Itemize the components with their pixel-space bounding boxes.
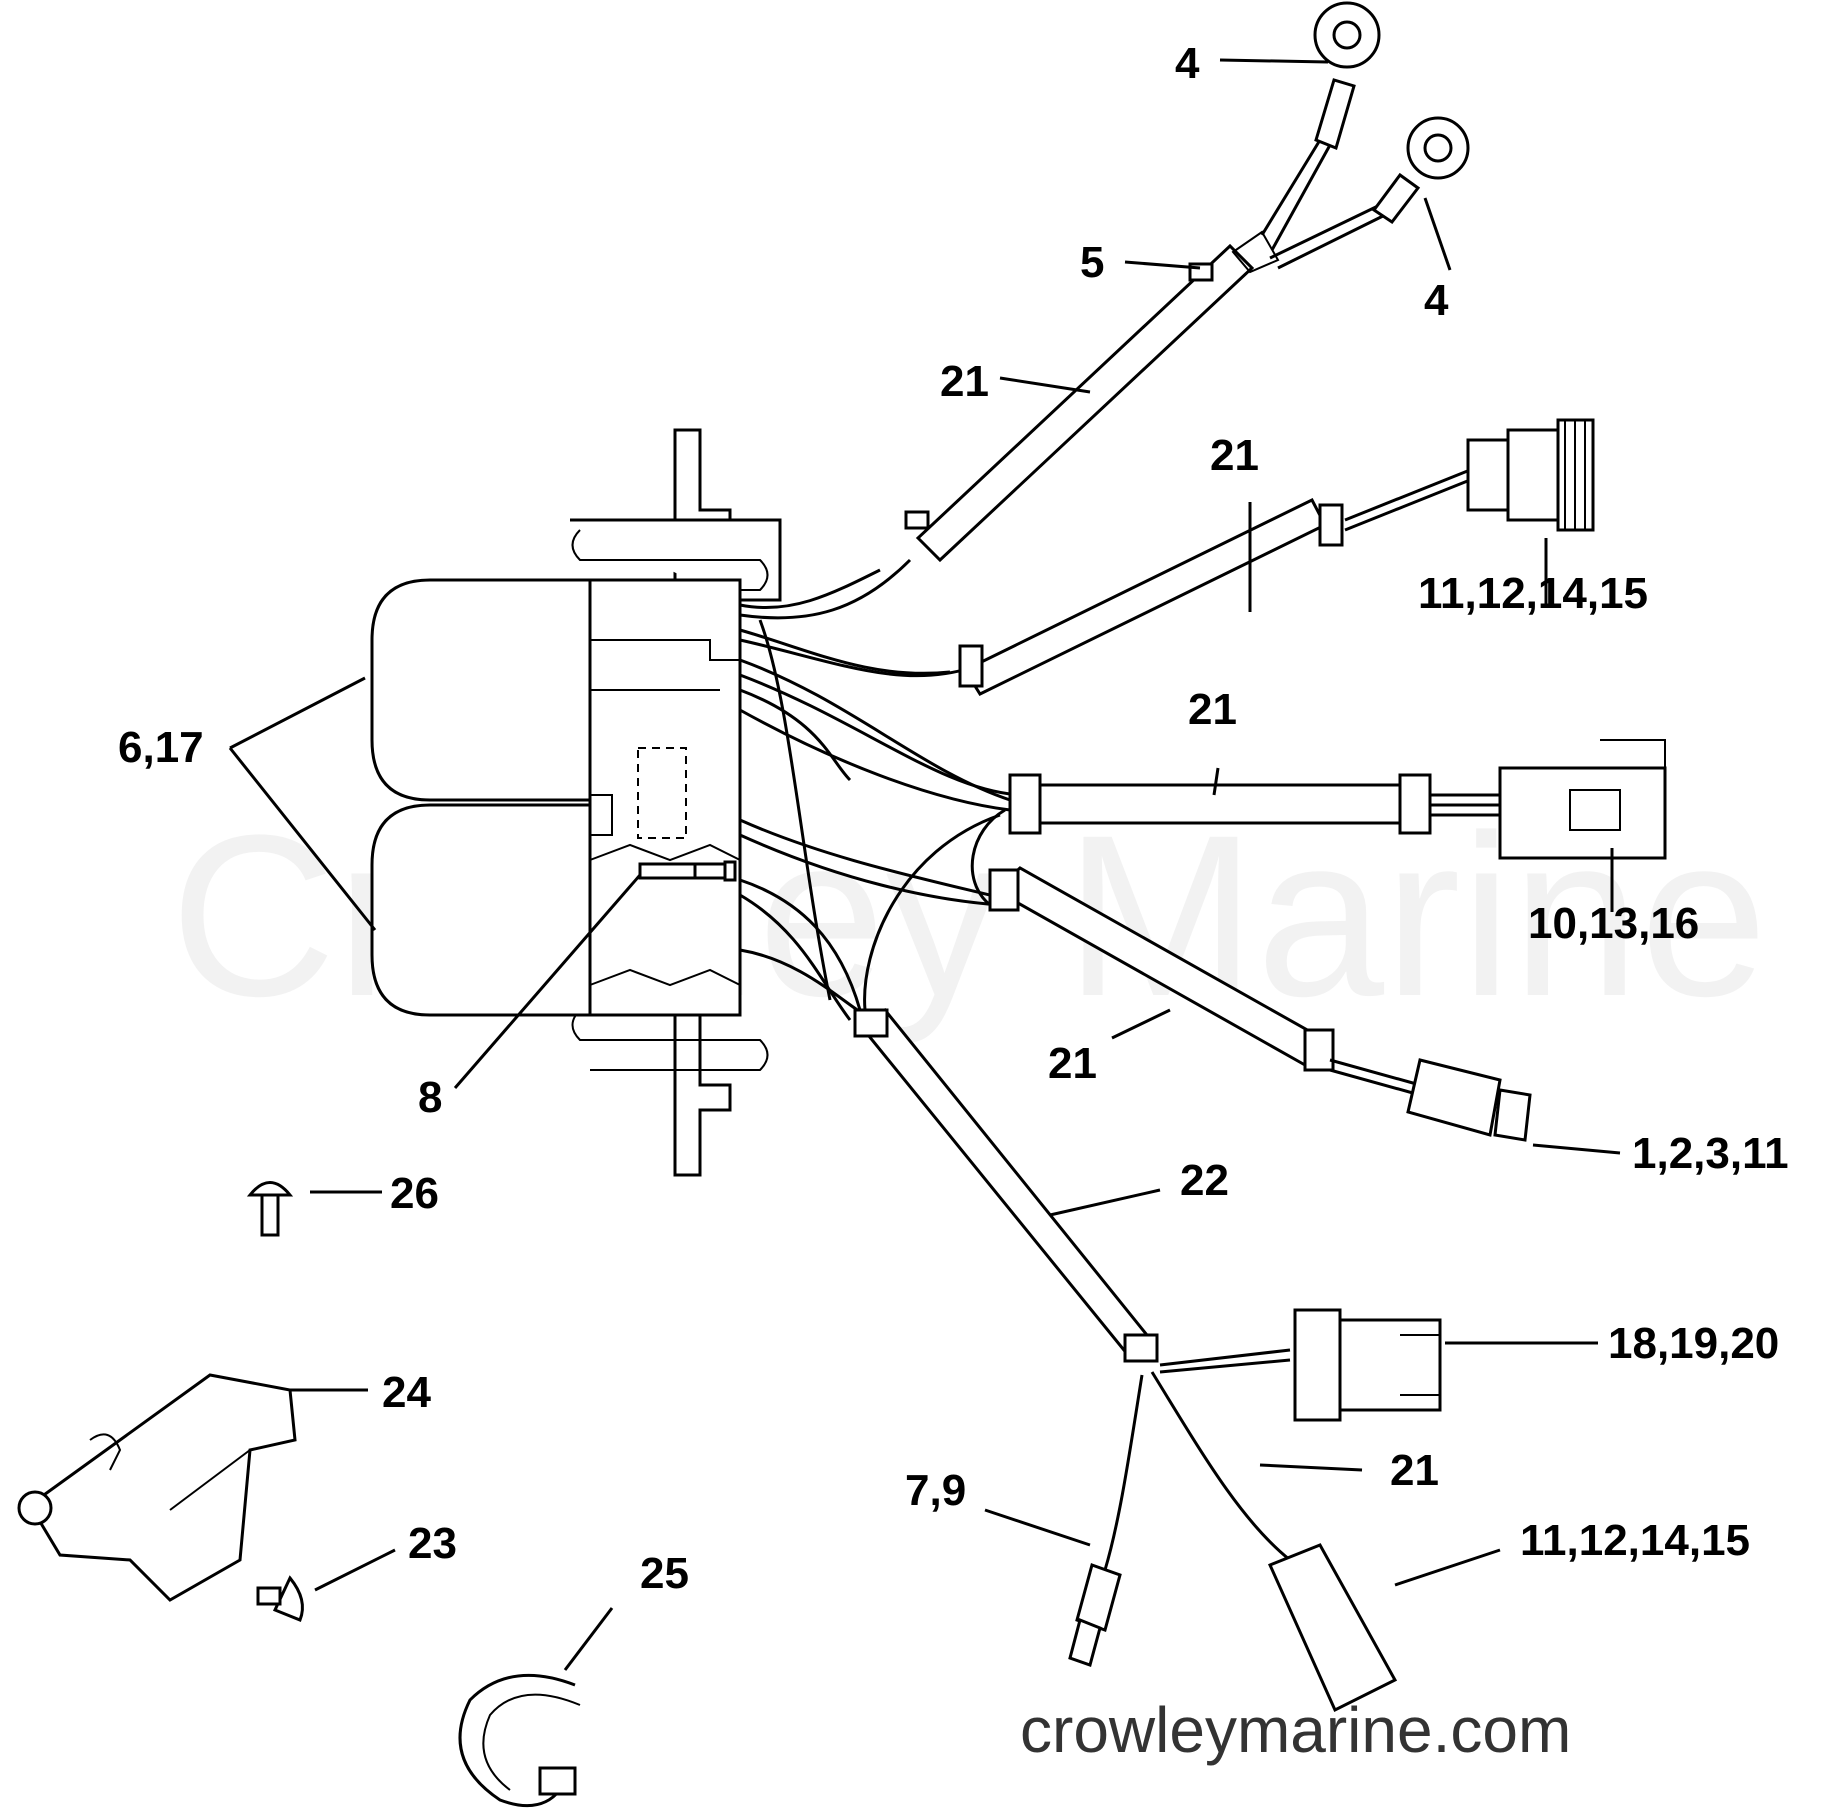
bracket-24 [17, 1373, 297, 1602]
screw-23 [256, 1575, 304, 1622]
callout-8: 8 [418, 1073, 442, 1122]
callout-22: 22 [1180, 1156, 1229, 1205]
callout-21-ring-sleeve: 21 [940, 357, 989, 406]
callout-18-19-20: 18,19,20 [1608, 1319, 1779, 1368]
sleeve-ring-terminals [904, 1, 1470, 563]
sleeve-connector-middle [1008, 739, 1667, 860]
coil-module-assembly [370, 428, 782, 1177]
sleeve-connector-lower [988, 866, 1532, 1142]
callout-21-middle-sleeve: 21 [1188, 685, 1237, 734]
callout-23: 23 [408, 1519, 457, 1568]
callout-10-13-16: 10,13,16 [1528, 899, 1699, 948]
harness-wires [739, 558, 1021, 1021]
callout-21-bottom-branch: 21 [1390, 1446, 1439, 1495]
callout-4-top: 4 [1175, 39, 1200, 88]
screw-26 [246, 1181, 294, 1237]
callout-1-2-3-11: 1,2,3,11 [1632, 1129, 1789, 1178]
callout-24: 24 [382, 1368, 431, 1417]
callout-21-lower-sleeve: 21 [1048, 1039, 1097, 1088]
callout-11-12-14-15-upper: 11,12,14,15 [1418, 569, 1648, 618]
callout-6-17: 6,17 [118, 723, 204, 772]
callout-5: 5 [1080, 238, 1104, 287]
callout-25: 25 [640, 1549, 689, 1598]
callout-11-12-14-15-lower: 11,12,14,15 [1520, 1516, 1750, 1565]
leader-lines [228, 58, 1621, 1671]
sleeve-connector-upper [958, 418, 1595, 696]
callout-4-right: 4 [1424, 276, 1449, 325]
callout-7-9: 7,9 [905, 1466, 966, 1515]
callout-21-upper-sleeve: 21 [1210, 431, 1259, 480]
clamp-25 [458, 1673, 581, 1808]
site-url: crowleymarine.com [1020, 1694, 1571, 1766]
callout-26: 26 [390, 1169, 439, 1218]
sleeve-main-down [853, 1008, 1442, 1713]
